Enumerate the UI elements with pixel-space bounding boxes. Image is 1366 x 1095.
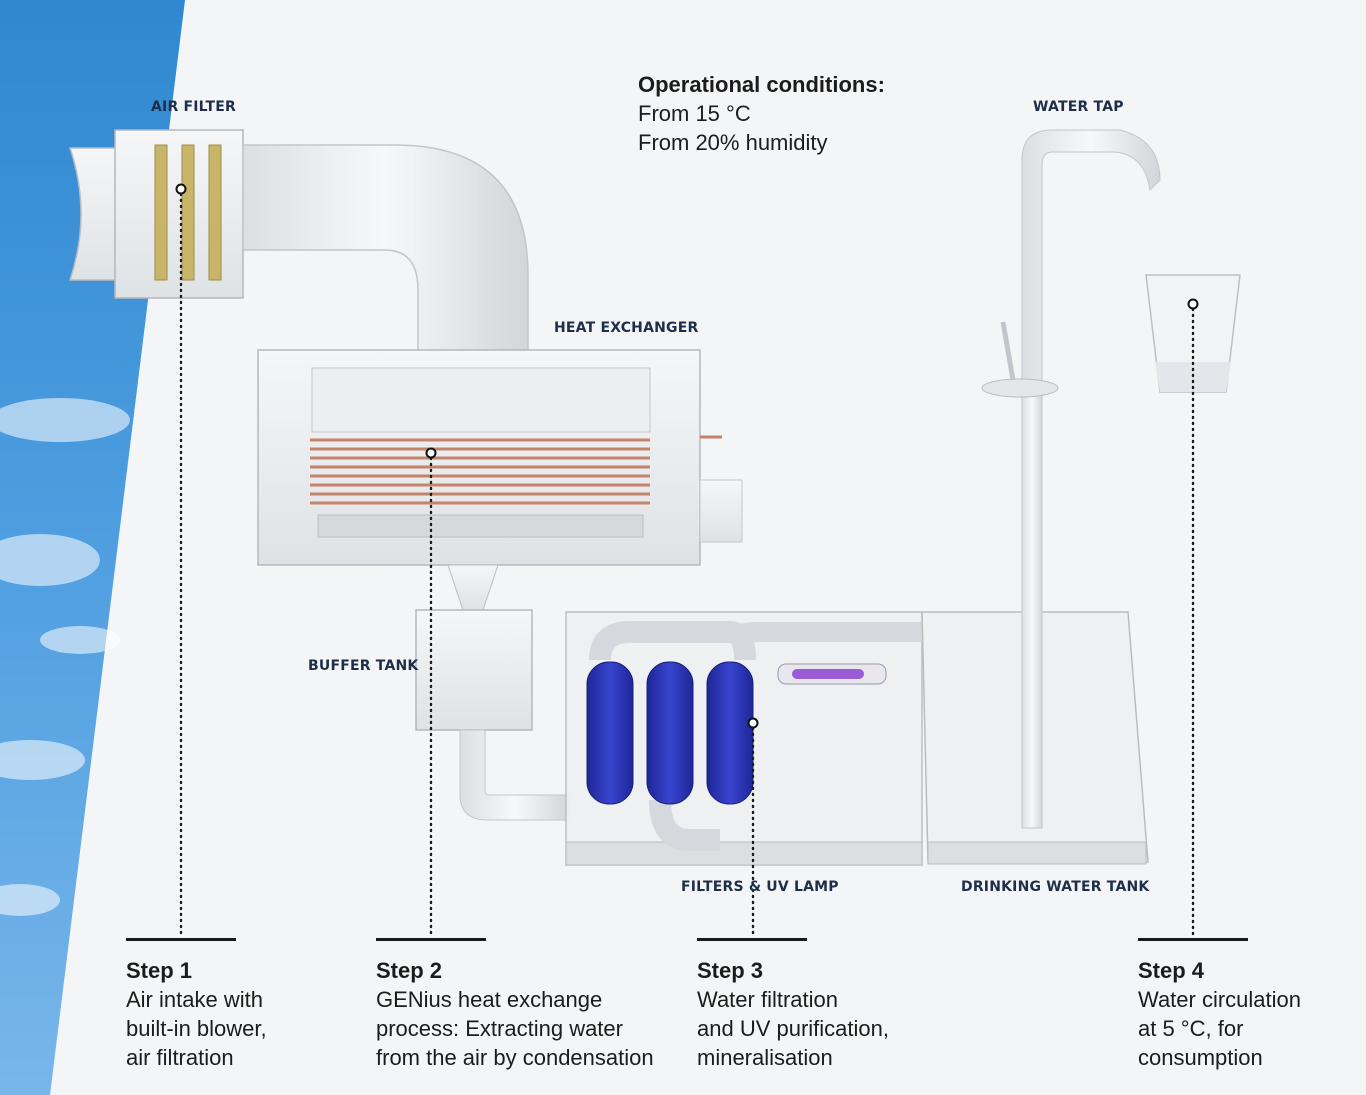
label-air-filter: AIR FILTER	[151, 99, 236, 115]
step-4: Step 4 Water circulation at 5 °C, for co…	[1138, 938, 1301, 1072]
step-3-title: Step 3	[697, 958, 764, 983]
step-1-line-1: Air intake with	[126, 987, 263, 1012]
filter-cartridges	[586, 661, 754, 805]
step-3-rule	[697, 938, 807, 941]
step-1: Step 1 Air intake with built-in blower, …	[126, 938, 267, 1072]
condition-humidity: From 20% humidity	[638, 130, 828, 155]
water-tap-unit	[981, 129, 1161, 829]
step-2-line-2: process: Extracting water	[376, 1016, 623, 1041]
step-1-title: Step 1	[126, 958, 193, 983]
step-2-line-1: GENius heat exchange	[376, 987, 603, 1012]
step-2-rule	[376, 938, 486, 941]
label-buffer-tank: BUFFER TANK	[308, 658, 419, 674]
step-1-line-3: air filtration	[126, 1045, 234, 1070]
step-1-line-2: built-in blower,	[126, 1016, 267, 1041]
leader-lines	[179, 192, 1195, 938]
label-heat-exchanger: HEAT EXCHANGER	[554, 320, 699, 336]
water-pipe-1	[459, 729, 571, 821]
heat-exchanger-unit	[257, 349, 743, 566]
step-2: Step 2 GENius heat exchange process: Ext…	[376, 938, 654, 1072]
air-filter-unit	[114, 129, 244, 299]
step-4-line-2: at 5 °C, for	[1138, 1016, 1244, 1041]
marker-air-filter	[175, 183, 187, 195]
marker-filters	[747, 717, 759, 729]
condensate-funnel	[447, 564, 499, 611]
filter-pipe-loop	[589, 621, 756, 851]
marker-glass	[1187, 298, 1199, 310]
step-3-line-1: Water filtration	[697, 987, 839, 1012]
step-3: Step 3 Water filtration and UV purificat…	[697, 938, 889, 1072]
label-water-tap: WATER TAP	[1033, 99, 1124, 115]
buffer-tank-unit	[415, 609, 533, 731]
label-filters-uv-lamp: FILTERS & UV LAMP	[681, 879, 839, 895]
leader-markers	[175, 183, 1199, 729]
step-4-line-3: consumption	[1138, 1045, 1263, 1070]
condition-temperature: From 15 °C	[638, 101, 751, 126]
uv-lamp	[777, 663, 887, 685]
marker-heat-exchanger	[425, 447, 437, 459]
clouds	[0, 398, 130, 916]
step-4-line-1: Water circulation	[1138, 987, 1302, 1012]
step-3-line-3: mineralisation	[697, 1045, 833, 1070]
conditions-title: Operational conditions:	[638, 72, 885, 97]
label-drinking-water-tank: DRINKING WATER TANK	[961, 879, 1150, 895]
step-2-title: Step 2	[376, 958, 443, 983]
step-4-title: Step 4	[1138, 958, 1205, 983]
step-4-rule	[1138, 938, 1248, 941]
step-1-rule	[126, 938, 236, 941]
operational-conditions: Operational conditions: From 15 °C From …	[638, 70, 885, 157]
copper-coil	[310, 438, 650, 505]
air-inlet	[68, 147, 126, 281]
step-2-line-3: from the air by condensation	[376, 1045, 654, 1070]
air-duct	[242, 144, 529, 356]
step-3-line-2: and UV purification,	[697, 1016, 889, 1041]
